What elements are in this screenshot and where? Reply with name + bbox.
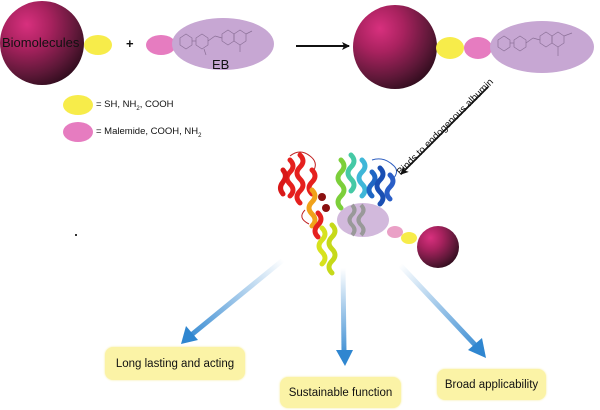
eb-structure-icon xyxy=(179,29,253,56)
outcome-box-broad: Broad applicability xyxy=(437,369,546,400)
outcome-arrow-left xyxy=(181,258,285,344)
legend-pink-swatch xyxy=(63,122,93,142)
biomolecule-sphere xyxy=(0,1,84,85)
legend-item-yellow: = SH, NH2, COOH xyxy=(96,99,174,112)
bound-pink-linker xyxy=(387,226,403,238)
outcome-box-sustainable: Sustainable function xyxy=(280,377,401,408)
albumin-bound-eb xyxy=(337,203,389,237)
eb-label: EB xyxy=(212,57,230,72)
eb-ellipse xyxy=(172,18,274,70)
binding-arrow xyxy=(400,86,489,175)
biomolecules-label: Biomolecules xyxy=(2,35,80,50)
outcome-arrow-middle xyxy=(336,267,353,366)
bound-yellow-linker xyxy=(401,232,417,244)
conjugate-eb-ellipse xyxy=(490,21,594,73)
yellow-linker xyxy=(84,35,112,55)
plus-sign: + xyxy=(126,36,134,51)
grey-helix-icon xyxy=(347,203,366,237)
conjugate-yellow-linker xyxy=(436,37,464,59)
legend-item-pink: = Malemide, COOH, NH2 xyxy=(96,126,202,139)
outcome-arrow-right xyxy=(398,263,486,358)
outcome-box-long-lasting: Long lasting and acting xyxy=(105,347,245,380)
conjugate-eb-structure-icon xyxy=(497,31,573,56)
stray-dot xyxy=(75,234,77,236)
conjugate-sphere xyxy=(353,5,437,89)
albumin-protein-icon xyxy=(278,151,398,276)
pink-linker xyxy=(146,35,176,55)
conjugate-pink-linker xyxy=(464,37,492,59)
legend-yellow-swatch xyxy=(63,95,93,115)
bound-biomolecule-sphere xyxy=(417,226,459,268)
